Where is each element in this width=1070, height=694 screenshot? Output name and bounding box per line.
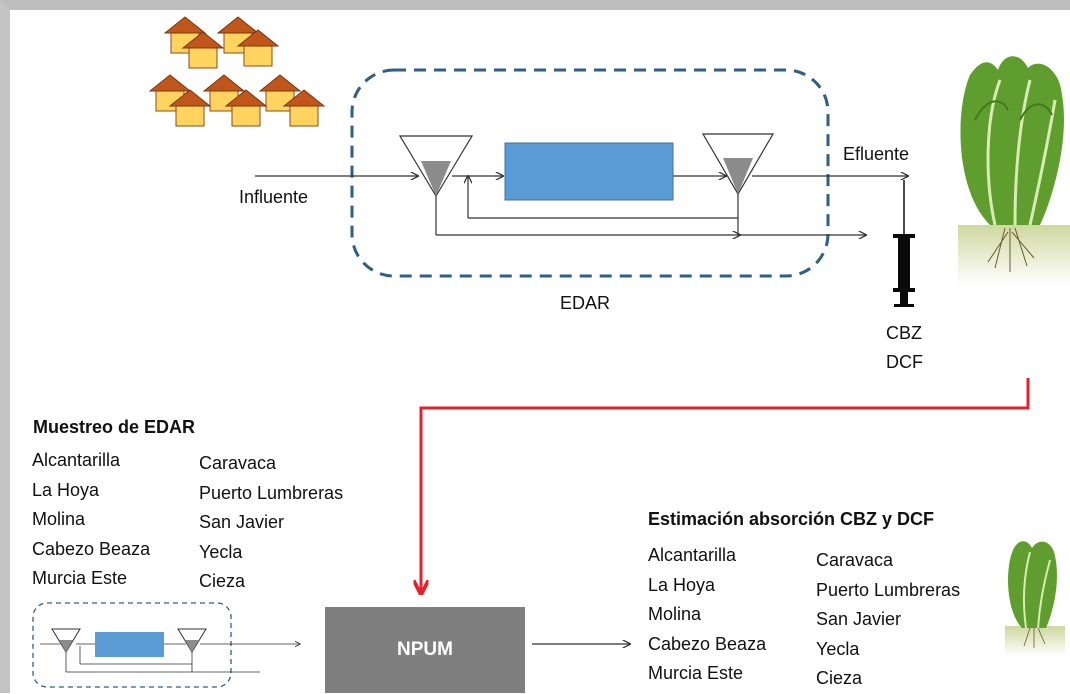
lettuce-icon bbox=[958, 56, 1070, 285]
cbz-label: CBZ bbox=[886, 323, 922, 343]
estimation-title: Estimación absorción CBZ y DCF bbox=[648, 509, 935, 529]
list-item: San Javier bbox=[199, 512, 285, 532]
primary-clarifier-icon bbox=[398, 135, 474, 198]
edar-label: EDAR bbox=[560, 293, 611, 313]
list-item: Caravaca bbox=[816, 550, 894, 570]
list-item: La Hoya bbox=[648, 574, 716, 595]
list-item: Molina bbox=[648, 604, 702, 624]
houses-icon bbox=[149, 16, 325, 127]
list-item: La Hoya bbox=[32, 479, 100, 500]
npum-box: NPUM bbox=[325, 607, 525, 693]
list-item: San Javier bbox=[816, 609, 902, 629]
efluente-label: Efluente bbox=[843, 144, 910, 164]
edar-boundary bbox=[350, 68, 830, 278]
list-item: Cabezo Beaza bbox=[32, 538, 151, 559]
list-item: Molina bbox=[32, 509, 86, 529]
red-flow-arrow bbox=[421, 378, 1030, 592]
npum-label: NPUM bbox=[397, 639, 453, 660]
sampling-list-col1: Alcantarilla La Hoya Molina Cabezo Beaza… bbox=[32, 446, 150, 594]
sampling-title: Muestreo de EDAR bbox=[33, 417, 196, 437]
estimation-list-col1: Alcantarilla La Hoya Molina Cabezo Beaza… bbox=[648, 541, 766, 689]
dcf-label: DCF bbox=[886, 352, 923, 372]
sampling-list-col2: Caravaca Puerto Lumbreras San Javier Yec… bbox=[199, 449, 343, 597]
reactor-basin-icon bbox=[504, 142, 674, 201]
influente-label: Influente bbox=[239, 187, 309, 207]
list-item: Cabezo Beaza bbox=[648, 633, 767, 654]
small-edar-schematic bbox=[32, 602, 300, 688]
secondary-clarifier-icon bbox=[701, 133, 775, 196]
list-item: Cieza bbox=[199, 571, 246, 591]
syringe-icon bbox=[893, 180, 915, 307]
list-item: Yecla bbox=[199, 541, 243, 562]
lettuce-small-icon bbox=[1005, 541, 1065, 656]
list-item: Yecla bbox=[816, 638, 860, 659]
list-item: Alcantarilla bbox=[648, 545, 737, 565]
list-item: Murcia Este bbox=[32, 568, 128, 588]
list-item: Caravaca bbox=[199, 453, 277, 473]
list-item: Alcantarilla bbox=[32, 450, 121, 470]
list-item: Murcia Este bbox=[648, 663, 744, 683]
list-item: Cieza bbox=[816, 668, 863, 688]
list-item: Puerto Lumbreras bbox=[199, 482, 344, 503]
list-item: Puerto Lumbreras bbox=[816, 579, 961, 600]
estimation-list-col2: Caravaca Puerto Lumbreras San Javier Yec… bbox=[816, 546, 960, 694]
